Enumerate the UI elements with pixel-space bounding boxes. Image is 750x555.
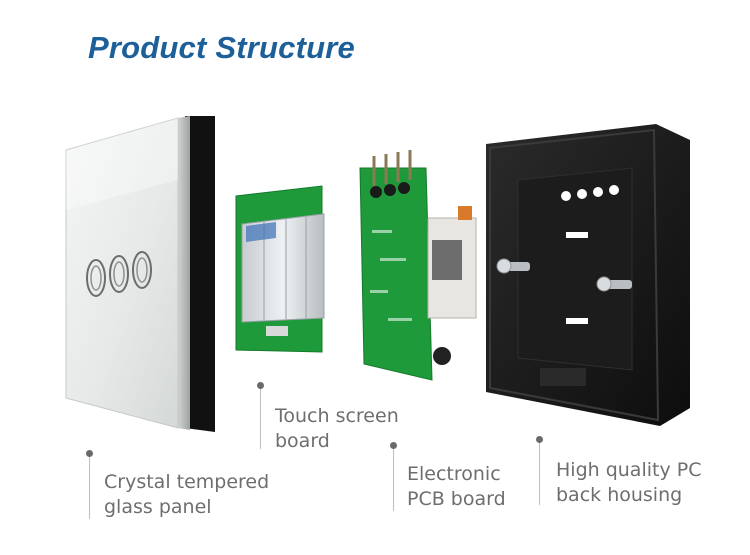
touch-button-icon xyxy=(132,251,152,289)
touch-button-icon xyxy=(109,255,129,293)
pcb-board-image xyxy=(359,150,477,381)
glass-panel-label: Crystal tempered glass panel xyxy=(104,471,270,518)
touch-board-label: Touch screen board xyxy=(275,405,399,452)
back-housing-label: High quality PC back housing xyxy=(556,459,702,506)
glass-panel-leader xyxy=(89,457,90,519)
touch-board-image xyxy=(235,185,325,353)
touch-board-leader xyxy=(260,389,261,449)
pcb-board-label: Electronic PCB board xyxy=(407,463,506,510)
back-housing-leader xyxy=(539,443,540,505)
pcb-board-leader xyxy=(393,449,394,511)
screw-icon xyxy=(496,258,530,274)
page-title: Product Structure xyxy=(88,30,355,65)
pcb-board-marker xyxy=(390,442,397,449)
glass-panel-image xyxy=(65,116,215,432)
touch-button-icon xyxy=(86,259,106,297)
back-housing-image xyxy=(486,124,690,426)
touch-board-marker xyxy=(257,382,264,389)
back-housing-marker xyxy=(536,436,543,443)
screw-icon xyxy=(596,276,632,292)
glass-panel-marker xyxy=(86,450,93,457)
